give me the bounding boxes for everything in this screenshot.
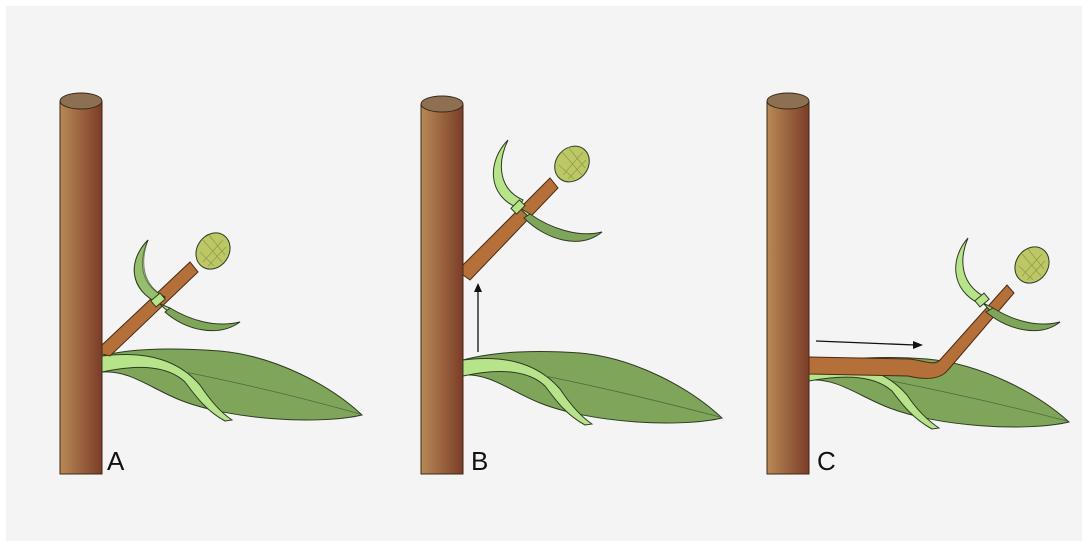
panel-a xyxy=(60,93,362,474)
panel-b-axillary-shoot xyxy=(463,139,602,280)
panel-label-b: B xyxy=(471,448,488,474)
panel-c xyxy=(767,93,1069,474)
panel-label-a: A xyxy=(107,448,124,474)
panel-a-stem xyxy=(60,93,102,474)
panel-c-arrow xyxy=(816,341,923,349)
panel-c-stem xyxy=(767,93,809,474)
panel-b-leaf xyxy=(463,351,722,425)
panel-b-arrow xyxy=(474,283,482,352)
panel-label-c: C xyxy=(817,448,836,474)
panel-b xyxy=(421,96,722,474)
panel-b-stem xyxy=(421,96,463,474)
panel-c-axillary-shoot xyxy=(809,238,1060,378)
panel-a-axillary-shoot xyxy=(102,226,240,356)
panel-a-leaf xyxy=(102,349,362,421)
